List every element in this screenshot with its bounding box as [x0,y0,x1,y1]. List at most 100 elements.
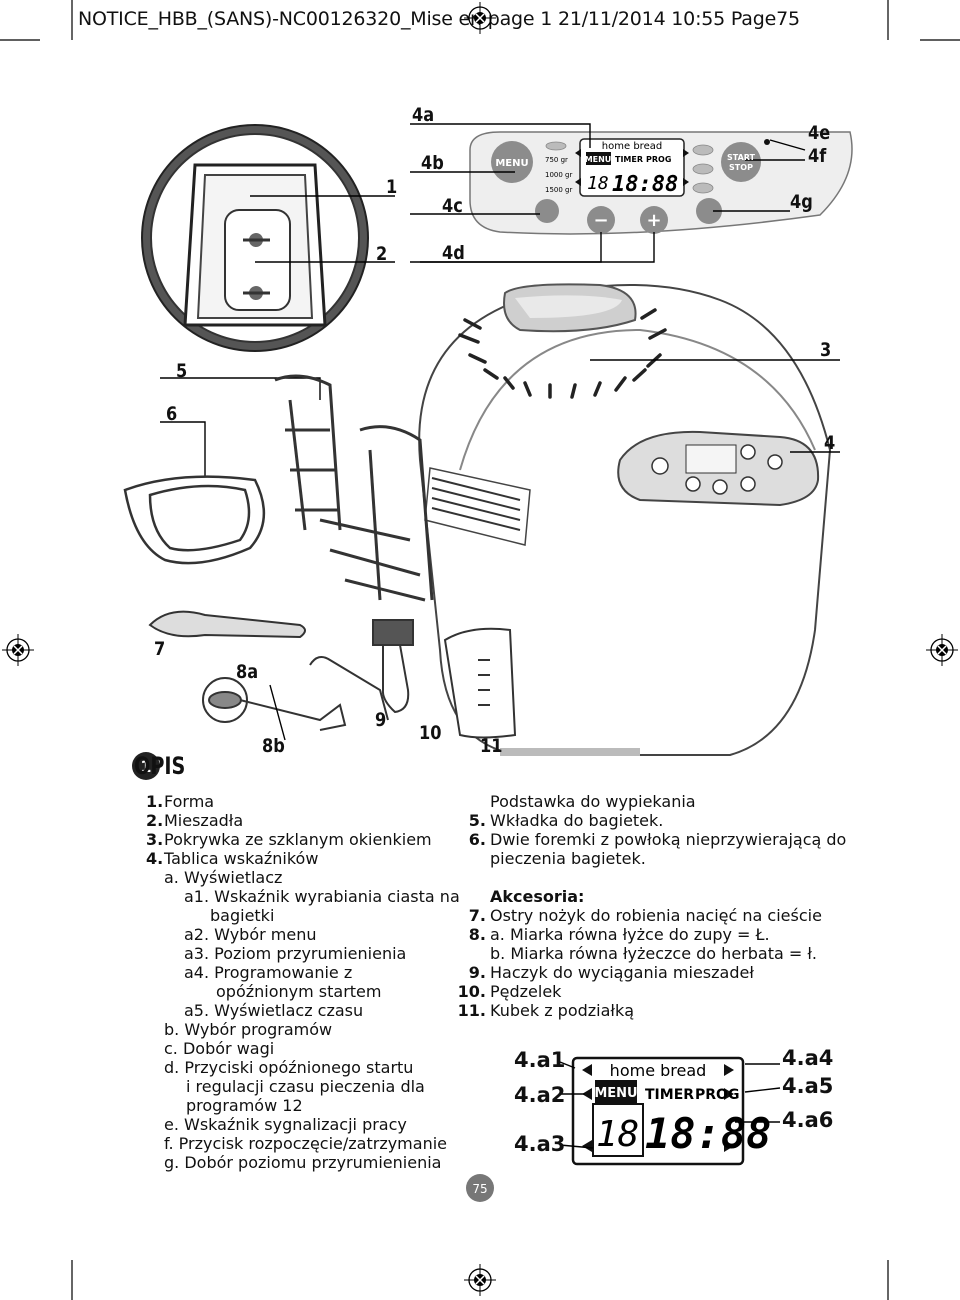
accessories [148,610,517,739]
list-item: d. Przyciski opóźnionego startu [164,1058,414,1077]
list-item: a3. Poziom przyrumienienia [184,944,407,963]
list-item: 1.Forma [146,792,215,811]
display-prog: PROG [695,1087,739,1103]
list-item: 6.Dwie foremki z powłoką nieprzywierając… [468,830,847,849]
list-item: a5. Wyświetlacz czasu [184,1001,364,1020]
display-timer: TIMER [645,1087,694,1103]
callout-4a3: 4.a3 [514,1132,566,1156]
label-4c: 4c [442,195,463,217]
callout-4a5: 4.a5 [782,1074,834,1098]
svg-text:−: − [593,210,608,231]
list-item: b. Miarka równa łyżeczce do herbata = ł. [490,944,817,963]
label-7: 7 [154,638,166,660]
registration-mark-top [464,2,496,34]
list-item: 9.Haczyk do wyciągania mieszadeł [468,963,754,982]
bread-maker [418,283,832,756]
registration-mark-bottom [464,1264,496,1296]
registration-mark-right [926,634,958,666]
list-item: a2. Wybór menu [184,925,317,944]
leader-lines-top [250,123,806,263]
panel-stop: STOP [729,163,753,172]
list-item: 11.Kubek z podziałką [457,1001,635,1020]
display-big-digits: 18:88 [645,1109,771,1158]
panel-digits-big: 18:88 [612,172,678,197]
parts-list-right: Podstawka do wypiekania 5.Wkładka do bag… [456,792,847,1020]
list-item: f. Przycisk rozpoczęcie/zatrzymanie [164,1134,447,1153]
label-5: 5 [176,360,188,382]
page-number-badge [466,1174,494,1202]
vent-slots [458,308,667,399]
page-number: 75 [472,1182,487,1196]
baguette-tray [123,475,266,565]
callout-4a4: 4.a4 [782,1046,834,1070]
list-item: opóźnionym startem [216,982,382,1001]
list-item: e. Wskaźnik sygnalizacji pracy [164,1115,407,1134]
label-4d: 4d [442,242,465,264]
display-leaders [559,1061,781,1149]
label-4a: 4a [412,104,435,126]
list-item: 7.Ostry nożyk do robienia nacięć na cieś… [468,906,822,925]
label-3: 3 [820,339,832,361]
section-badge-circle [132,752,160,780]
list-item: pieczenia bagietek. [490,849,646,868]
list-item: programów 12 [186,1096,303,1115]
label-1: 1 [386,176,398,198]
print-header: NOTICE_HBB_(SANS)-NC00126320_Mise en pag… [78,8,800,30]
display-diagram [571,1056,745,1166]
label-4e: 4e [808,122,831,144]
list-item: Podstawka do wypiekania [490,792,696,811]
section-badge-number: 1 [140,757,151,776]
section-title: OPIS [134,752,186,780]
list-item: 8.a. Miarka równa łyżce do zupy = Ł. [468,925,770,944]
pan-inset [141,124,369,352]
list-item: bagietki [210,906,275,925]
panel-weight-2: 1000 gr [545,171,572,179]
list-item: 3.Pokrywka ze szklanym okienkiem [146,830,432,849]
label-4b: 4b [421,152,444,174]
list-item: b. Wybór programów [164,1020,333,1039]
label-9: 9 [375,709,387,731]
list-item: i regulacji czasu pieczenia dla [186,1077,425,1096]
list-item [456,868,846,887]
label-4: 4 [824,432,836,454]
label-8a: 8a [236,661,259,683]
display-brand: home bread [610,1061,707,1080]
panel-prog: PROG [646,155,671,164]
panel-digits-small: 18 [587,173,609,194]
parts-list-left: 1.Forma 2.Mieszadła 3.Pokrywka ze szklan… [146,792,460,1172]
label-10: 10 [419,722,442,744]
callout-4a2: 4.a2 [514,1083,566,1107]
label-6: 6 [166,403,178,425]
registration-mark-left [2,634,34,666]
leader-lines-body [160,359,840,488]
display-small-digits: 18 [596,1114,639,1155]
list-item: 2.Mieszadła [146,811,244,830]
list-item: Akcesoria: [490,887,585,906]
list-item: 5.Wkładka do bagietek. [468,811,664,830]
panel-start: START [727,153,756,162]
panel-weight-1: 750 gr [545,156,568,164]
label-2: 2 [376,243,388,265]
svg-text:+: + [646,210,661,231]
label-4f: 4f [808,145,827,167]
label-11: 11 [480,735,503,757]
label-8b: 8b [262,735,285,757]
panel-menu-text: MENU [495,158,528,169]
label-4g: 4g [790,191,813,213]
callout-4a1: 4.a1 [514,1048,566,1072]
panel-menu-tag: MENU [585,155,612,164]
panel-weight-3: 1500 gr [545,186,572,194]
list-item: 10.Pędzelek [457,982,562,1001]
callout-4a6: 4.a6 [782,1108,834,1132]
list-item: g. Dobór poziomu przyrumienienia [164,1153,442,1172]
list-item: a. Wyświetlacz [164,868,283,887]
control-panel: − + [469,131,853,235]
panel-timer: TIMER [615,155,643,164]
panel-brand: home bread [602,141,662,152]
baguette-rack [274,374,434,602]
list-item: c. Dobór wagi [164,1039,275,1058]
list-item: a4. Programowanie z [184,963,353,982]
list-item: a1. Wskaźnik wyrabiania ciasta na [184,887,460,906]
